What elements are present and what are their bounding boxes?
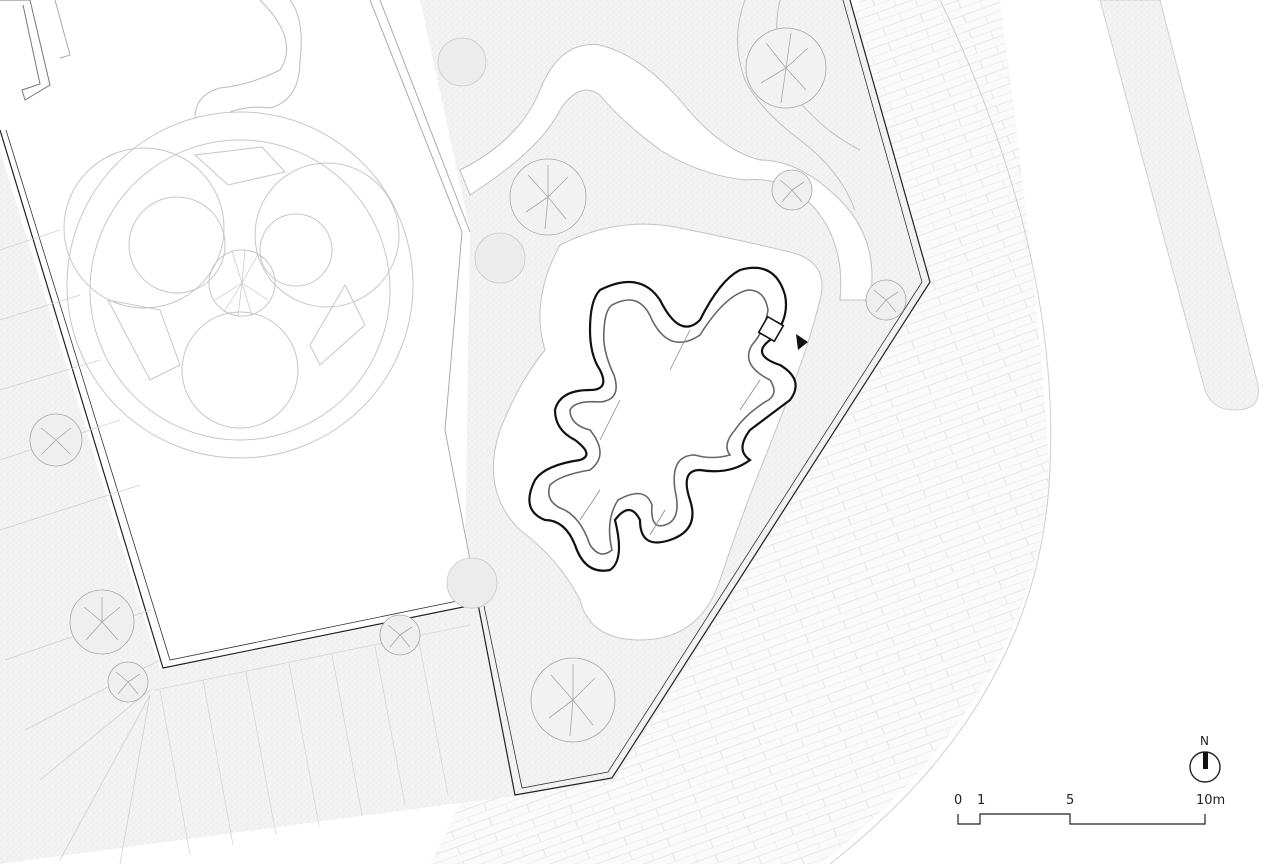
tree-icon <box>530 657 616 743</box>
lawn-boundary <box>0 0 931 796</box>
trees <box>29 27 907 743</box>
north-label: N <box>1200 734 1209 748</box>
entrance-arrow-icon <box>796 334 808 350</box>
tree-icon <box>29 413 83 467</box>
scale-bar <box>957 813 1206 825</box>
scale-label-0: 0 <box>954 793 963 808</box>
circular-plaza <box>63 111 414 459</box>
entrance-box <box>757 315 785 343</box>
scale-label-10m: 10m <box>1196 793 1226 808</box>
winding-path <box>194 0 302 119</box>
building-outline <box>0 0 51 101</box>
tree-icon <box>474 232 526 284</box>
tree-icon <box>745 27 827 109</box>
tree-icon <box>437 37 487 87</box>
maze-pavilion <box>528 266 808 572</box>
tree-icon <box>379 614 421 656</box>
tree-icon <box>865 279 907 321</box>
scale-label-5: 5 <box>1066 793 1075 808</box>
tree-icon <box>446 557 498 609</box>
scale-label-1: 1 <box>977 793 986 808</box>
tree-icon <box>69 589 135 655</box>
pavilion-outer-wall <box>528 266 797 572</box>
tree-icon <box>107 661 149 703</box>
lawn-area <box>0 0 480 668</box>
tree-icon <box>771 169 813 211</box>
paving-arc-edge <box>829 0 1052 864</box>
gravel-strip <box>1099 0 1260 411</box>
central-radial-lines <box>214 249 269 317</box>
tree-icon <box>509 158 587 236</box>
north-arrow-icon <box>1189 751 1221 783</box>
